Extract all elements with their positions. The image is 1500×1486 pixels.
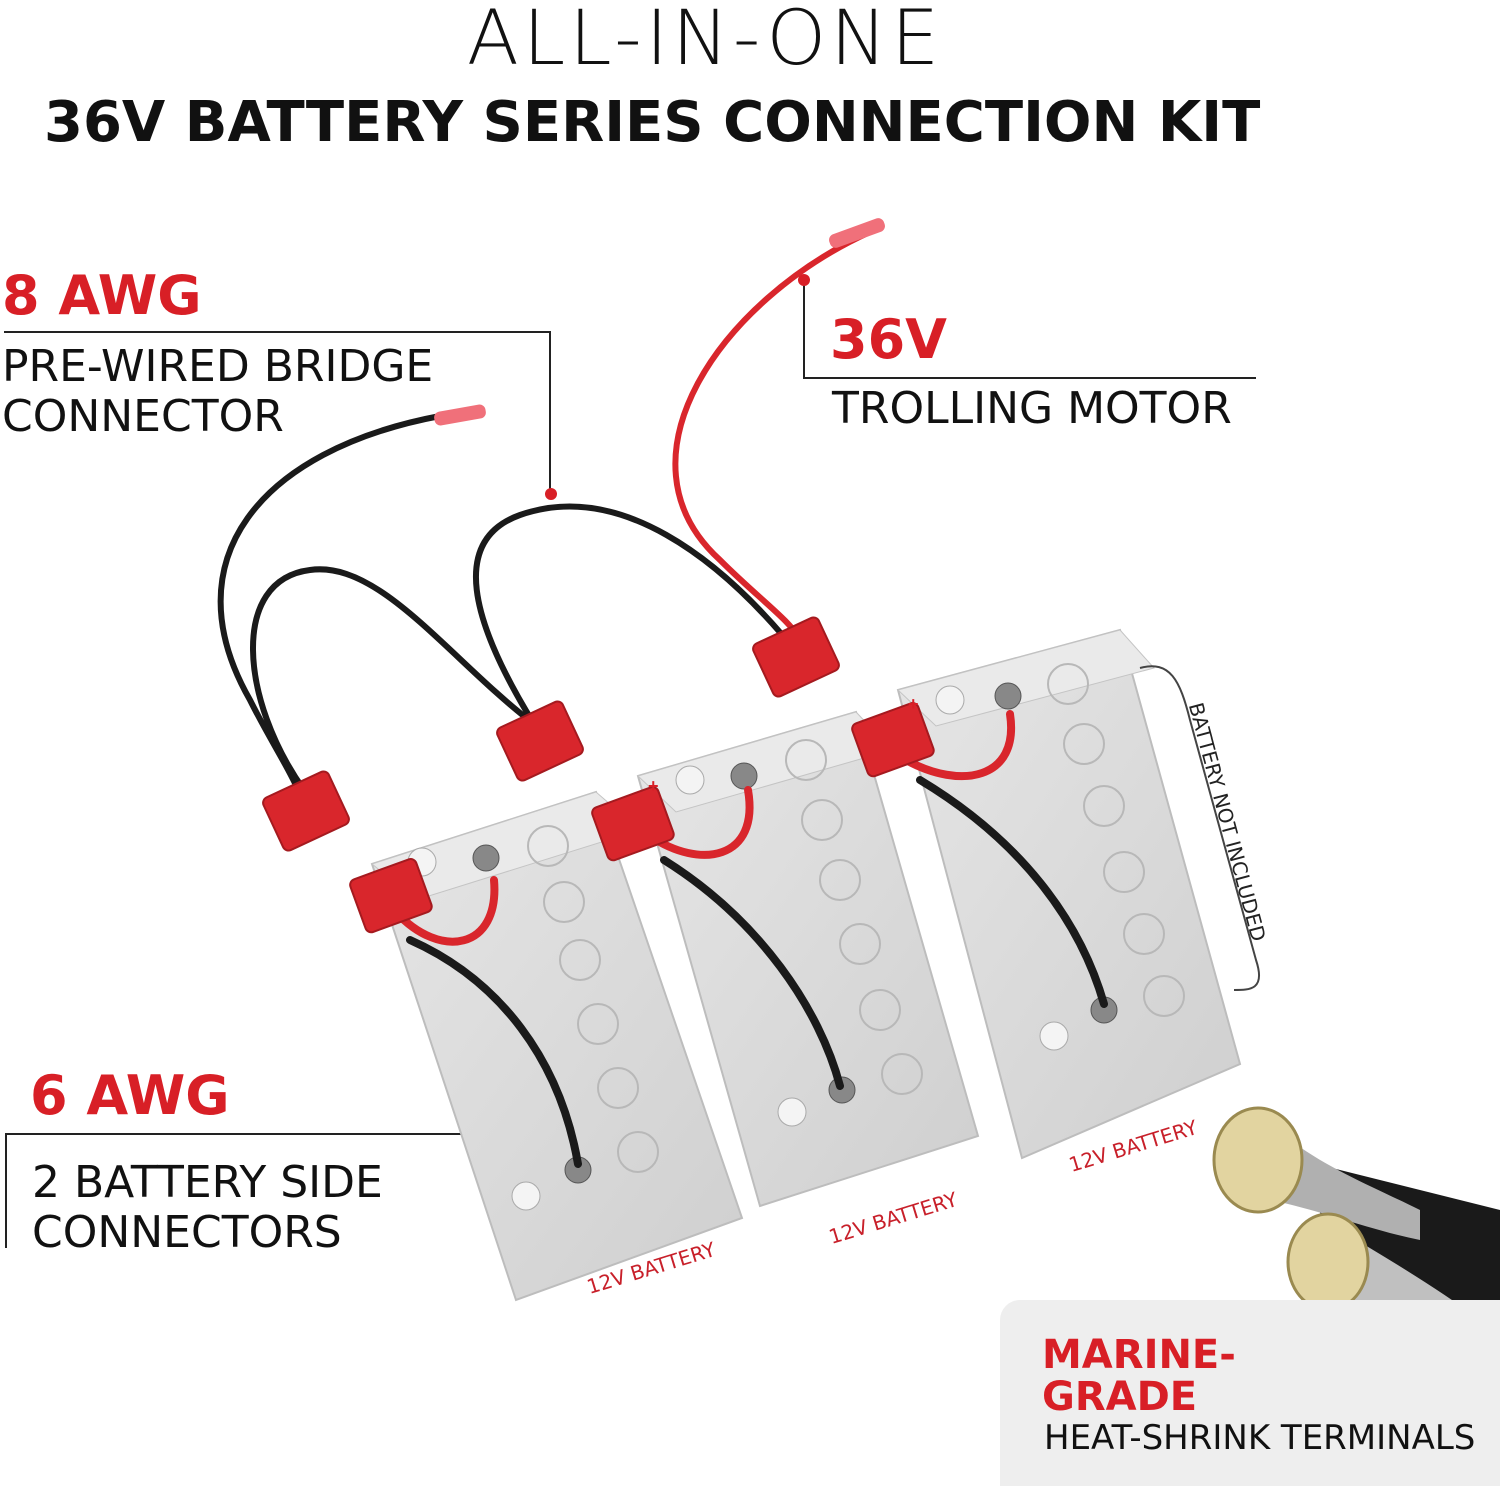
- battery-1-terminal-neg: [472, 844, 500, 872]
- battery-1-shape: [370, 790, 744, 1302]
- side-connector-plugs: [349, 702, 935, 934]
- marine-grade-panel: [1000, 1300, 1500, 1486]
- bridge-connector-plugs: [262, 700, 584, 852]
- bridge-callout-line: [4, 331, 551, 494]
- marine-grade-title: MARINE- GRADE: [1042, 1334, 1236, 1418]
- side-description: 2 BATTERY SIDE CONNECTORS: [32, 1158, 383, 1258]
- battery-3-terminal-pos: [935, 685, 965, 715]
- battery-2-terminal-pos: [675, 765, 705, 795]
- bridge-callout-dot: [545, 488, 557, 500]
- headline-top: ALL-IN-ONE: [466, 0, 944, 82]
- battery-2-shape: [636, 710, 980, 1208]
- motor-callout-dot: [798, 274, 810, 286]
- headline-main: 36V BATTERY SERIES CONNECTION KIT: [44, 90, 1261, 155]
- battery-2-plus-sign: +: [648, 776, 659, 796]
- side-connector-cables: [392, 710, 1108, 1168]
- marine-grade-subtitle: HEAT-SHRINK TERMINALS: [1044, 1418, 1476, 1458]
- marine-title-line-2: GRADE: [1042, 1374, 1198, 1420]
- battery-3-plus-sign: +: [908, 694, 919, 714]
- motor-voltage-label: 36V: [830, 308, 947, 371]
- side-line-1: 2 BATTERY SIDE: [32, 1157, 383, 1208]
- bridge-description: PRE-WIRED BRIDGE CONNECTOR: [2, 342, 433, 442]
- bridge-gauge-label: 8 AWG: [2, 264, 202, 327]
- battery-3-shape: [896, 628, 1242, 1160]
- side-gauge-label: 6 AWG: [30, 1064, 230, 1127]
- bridge-line-2: CONNECTOR: [2, 391, 284, 442]
- bridge-connector-terminal: [434, 404, 486, 426]
- not-included-bracket: [1139, 665, 1261, 991]
- bridge-line-1: PRE-WIRED BRIDGE: [2, 341, 434, 392]
- side-line-2: CONNECTORS: [32, 1207, 342, 1258]
- battery-3-terminal-neg: [994, 682, 1022, 710]
- battery-2-terminal-neg: [730, 762, 758, 790]
- side-callout-line: [5, 1133, 512, 1248]
- motor-description: TROLLING MOTOR: [832, 383, 1232, 434]
- motor-lead-cable: [672, 229, 873, 643]
- motor-lead-plug: [752, 616, 840, 698]
- bridge-connector-cables: [217, 413, 793, 793]
- motor-callout-line: [803, 280, 1256, 379]
- motor-lead-terminal: [829, 218, 885, 248]
- marine-title-line-1: MARINE-: [1042, 1332, 1236, 1378]
- callout-lines: [4, 280, 1256, 1248]
